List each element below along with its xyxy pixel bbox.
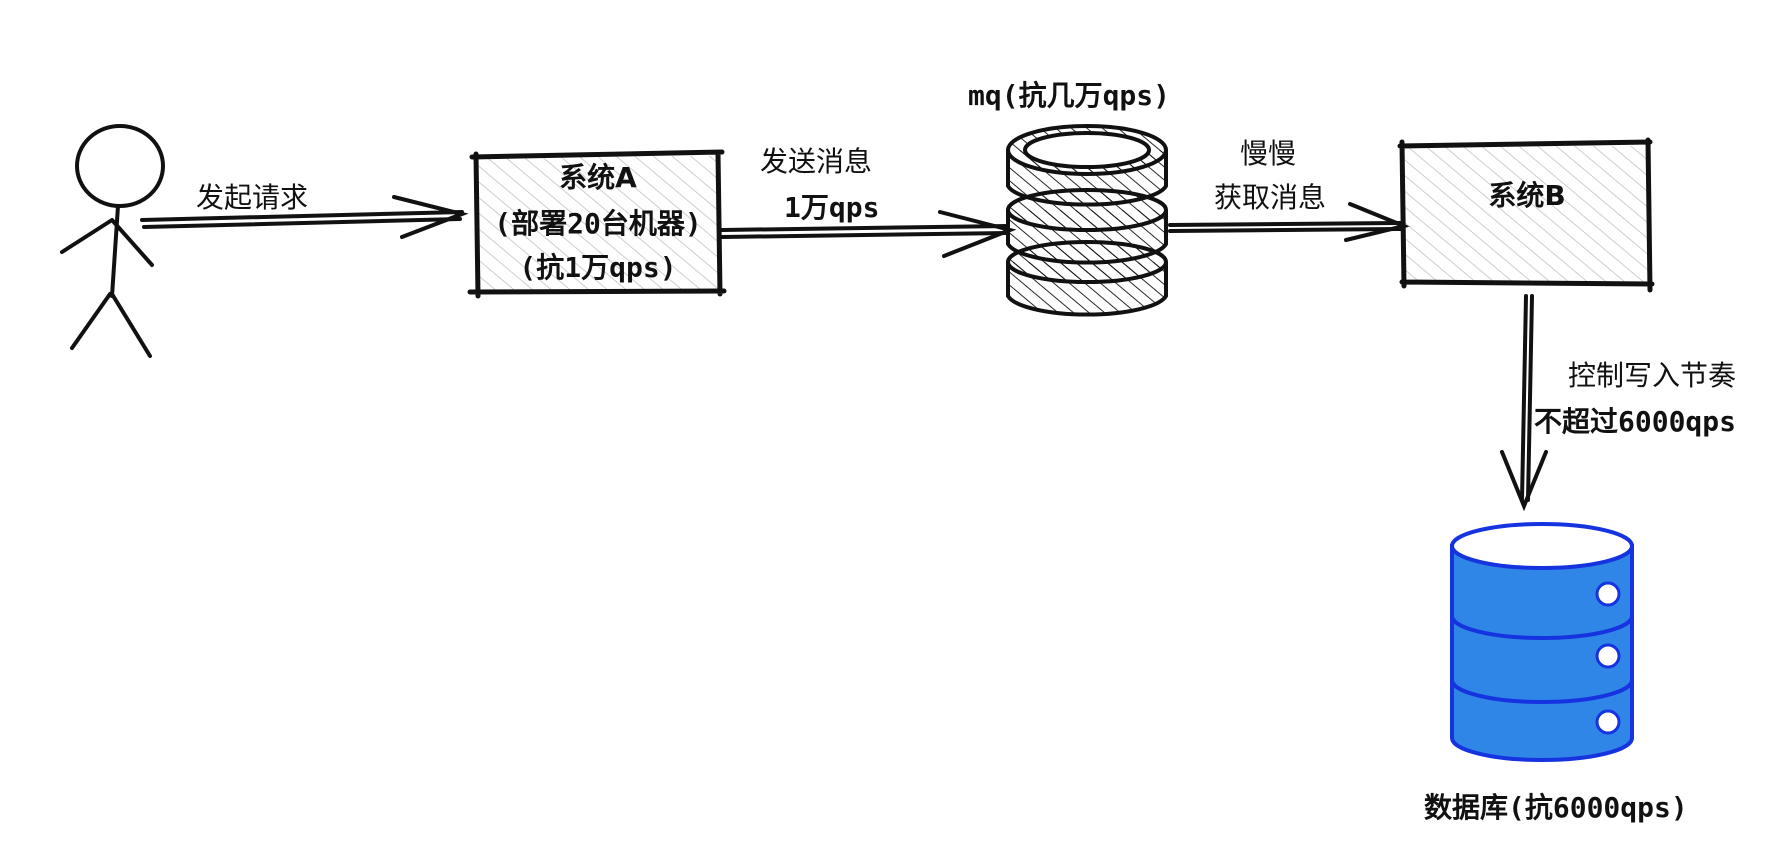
database-label: 数据库(抗6000qps) <box>1424 791 1688 824</box>
write-limit-label: 不超过6000qps <box>1534 405 1737 438</box>
system-a-title: 系统A <box>559 161 637 194</box>
arrow-user-to-system-a <box>140 195 469 239</box>
system-a-box <box>467 149 727 299</box>
send-qps-label: 1万qps <box>784 191 880 224</box>
database-icon <box>1450 522 1634 762</box>
send-message-label: 发送消息 <box>760 145 873 178</box>
fetch-message-label: 获取消息 <box>1214 181 1327 214</box>
request-label: 发起请求 <box>196 181 309 214</box>
system-b-title: 系统B <box>1488 179 1566 212</box>
mq-icon <box>1006 124 1168 317</box>
arrow-system-b-to-database <box>1500 294 1548 512</box>
mq-label: mq(抗几万qps) <box>968 79 1171 112</box>
slowly-label: 慢慢 <box>1240 137 1297 170</box>
system-b-box <box>1397 137 1655 293</box>
stick-figure-icon <box>60 124 165 358</box>
write-pace-label: 控制写入节奏 <box>1568 359 1737 392</box>
system-a-qps-label: (抗1万qps) <box>519 251 677 284</box>
system-a-deploy-label: (部署20台机器) <box>494 207 702 240</box>
